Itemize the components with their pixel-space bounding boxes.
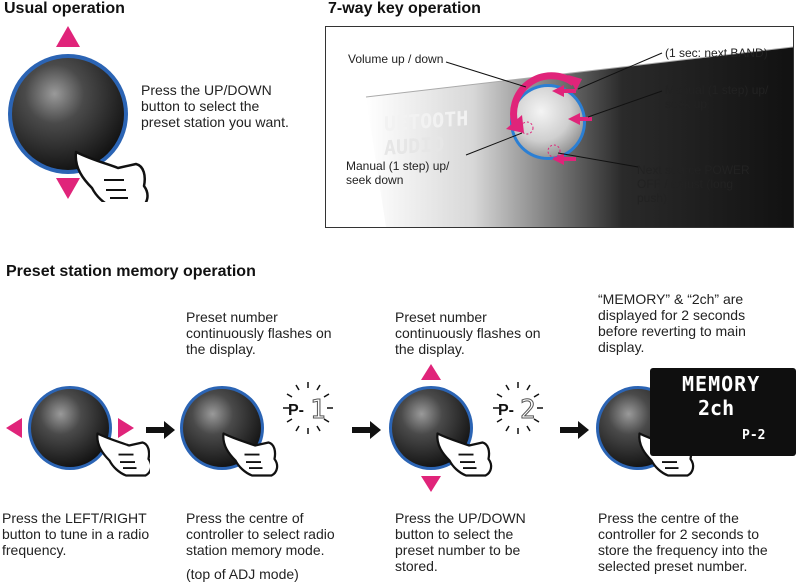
step4-note: “MEMORY” & “2ch” are displayed for 2 sec… <box>598 291 746 355</box>
flash-indicator-1: P- 1 <box>283 382 333 434</box>
step4-text: Press the centre of the controller for 2… <box>598 510 768 574</box>
pointing-hand-icon <box>222 432 279 477</box>
rotate-right-arrow-icon <box>568 75 582 91</box>
usual-description: Press the UP/DOWN button to select the p… <box>141 82 289 130</box>
manual-up-label: Manual (1 step) up/ seek up <box>665 83 769 111</box>
step1-text: Press the LEFT/RIGHT button to tune in a… <box>2 510 150 558</box>
step-arrow-icon <box>352 421 381 439</box>
down-arrow-icon <box>56 178 80 199</box>
step1-knob-illustration <box>6 386 150 477</box>
step2-knob-illustration: P- 1 <box>180 382 333 477</box>
push-down-arrow-icon <box>552 153 564 165</box>
seven-way-illustration: UETOOTH AUDIO <box>365 46 793 227</box>
usual-operation-heading: Usual operation <box>4 0 125 17</box>
volume-label: Volume up / down <box>348 52 444 66</box>
lcd-line2: 2ch <box>698 396 735 420</box>
rotate-arc <box>510 72 577 129</box>
rotate-left-arrow-icon <box>506 115 524 133</box>
pointing-hand-icon <box>96 432 150 477</box>
flash-indicator-2: P- 2 <box>493 382 543 434</box>
step-arrow-icon <box>146 421 175 439</box>
step2-text: Press the centre of controller to select… <box>186 510 335 558</box>
controller-knob-icon <box>513 87 583 157</box>
flash-prefix-1: P- <box>288 402 304 419</box>
lcd-line1: MEMORY <box>682 372 761 396</box>
step3-text: Press the UP/DOWN button to select the p… <box>395 510 526 574</box>
flash-digit-1: 1 <box>310 395 326 425</box>
seven-way-heading: 7-way key operation <box>328 0 481 17</box>
lcd-preset: P-2 <box>742 428 766 443</box>
next-source-label: Next source POWER OFF / adjust (long pus… <box>637 163 750 205</box>
push-right-arrow-icon <box>568 113 580 125</box>
right-arrow-icon <box>118 418 134 438</box>
step3-knob-illustration: P- 2 <box>389 364 543 492</box>
down-arrow-icon <box>421 476 441 492</box>
manual-down-label: Manual (1 step) up/ seek down <box>346 159 450 187</box>
knob-icon <box>12 58 124 170</box>
step2-extra: (top of ADJ mode) <box>186 566 299 582</box>
up-arrow-icon <box>56 26 80 47</box>
lcd-display: MEMORY 2ch P-2 <box>650 368 796 456</box>
push-up-arrow-icon <box>552 85 564 97</box>
next-band-label: (1 sec: next BAND) <box>665 46 768 60</box>
flash-digit-2: 2 <box>520 395 536 425</box>
seven-way-panel: UETOOTH AUDIO Volume up / down (1 sec: n… <box>325 26 794 228</box>
step3-note: Preset number continuously flashes on th… <box>395 309 541 357</box>
device-display-line2: AUDIO <box>384 132 444 160</box>
left-arrow-icon <box>6 418 22 438</box>
flash-prefix-2: P- <box>498 402 514 419</box>
pointing-hand-icon <box>74 150 149 202</box>
device-display-line1: UETOOTH <box>384 106 468 136</box>
pointing-hand-icon <box>436 432 493 477</box>
step2-note: Preset number continuously flashes on th… <box>186 309 332 357</box>
knob-icon <box>31 389 109 467</box>
usual-knob-illustration <box>8 26 149 202</box>
up-arrow-icon <box>421 364 441 380</box>
step-arrow-icon <box>560 421 589 439</box>
preset-memory-heading: Preset station memory operation <box>6 263 256 280</box>
